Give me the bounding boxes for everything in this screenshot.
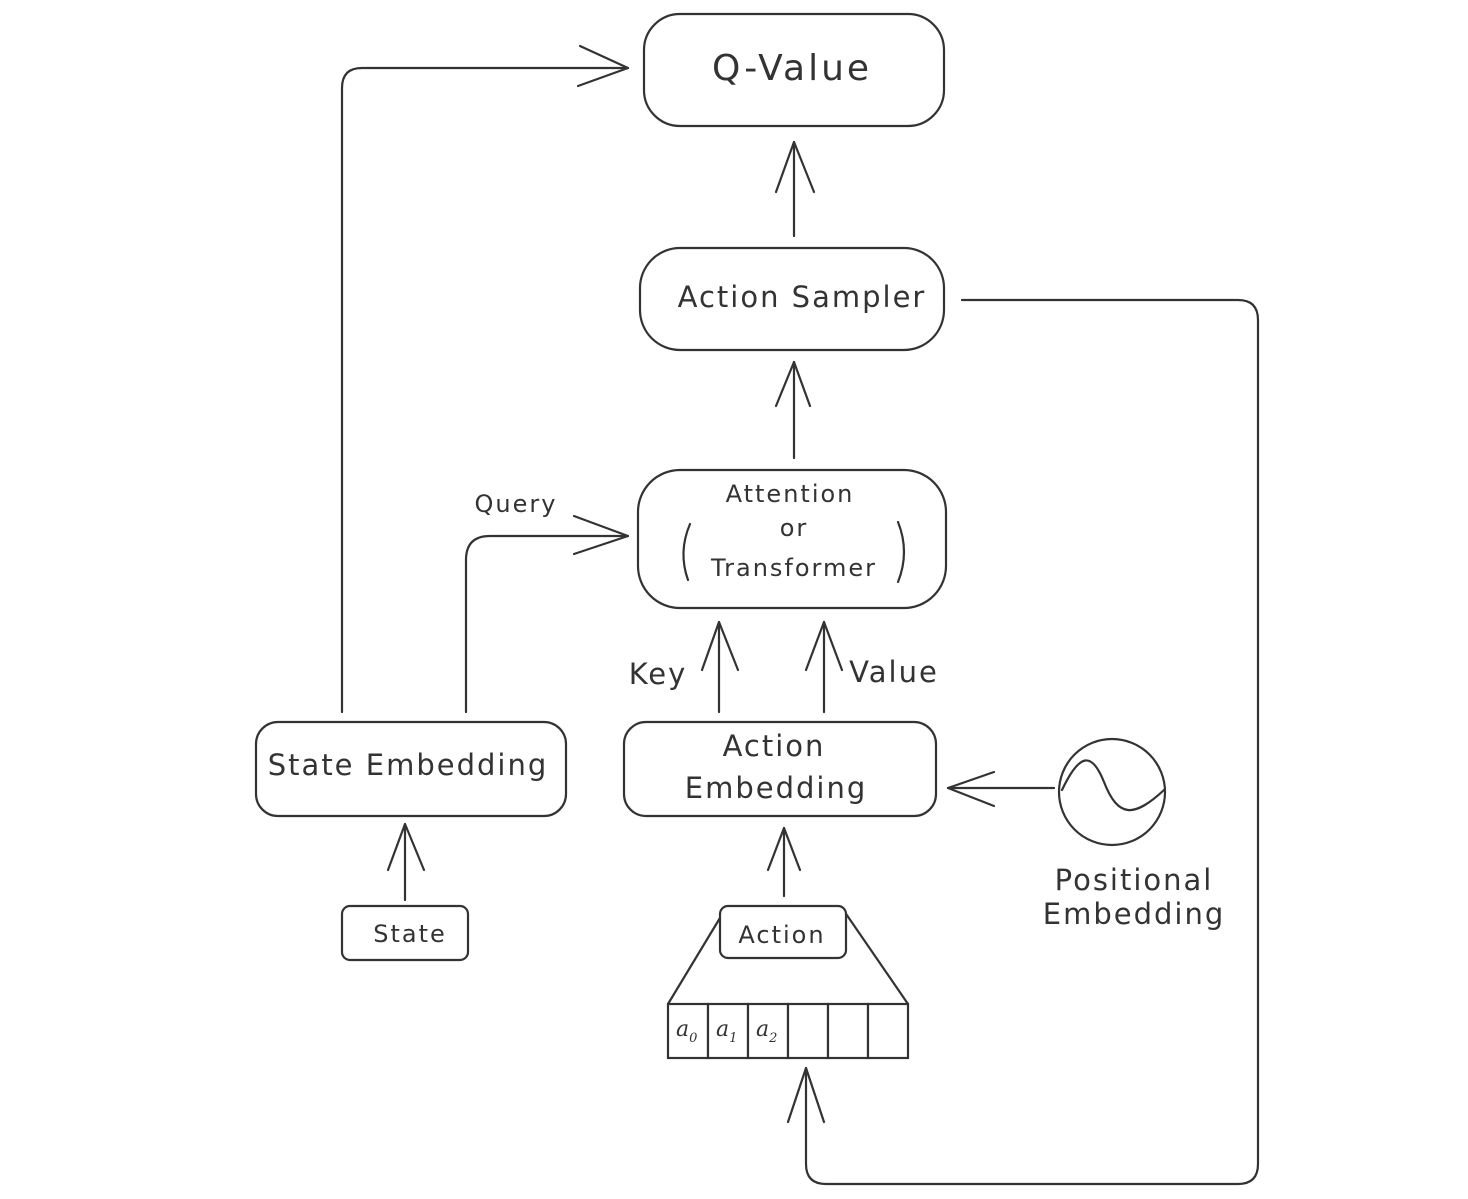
arrowhead-action-sampler-bottom <box>774 360 812 408</box>
action-sequence-cell <box>786 1002 830 1060</box>
action-label: Action <box>738 921 825 949</box>
action-trapezoid-left <box>666 906 728 1006</box>
arrowhead-q-value-left <box>576 44 630 88</box>
action-sequence-cell <box>866 1002 910 1060</box>
sine-wave-icon <box>1060 759 1166 812</box>
action-sequence: a0 a1 a2 <box>666 1002 910 1060</box>
arrowhead-state-embedding-bottom <box>386 822 426 872</box>
query-label: Query <box>475 490 558 518</box>
action-sampler-node: Action Sampler <box>638 246 946 352</box>
action-embedding-node: Action Embedding <box>622 720 938 818</box>
q-value-node: Q-Value <box>642 12 946 128</box>
edge-state-embedding-to-q-value <box>340 66 630 714</box>
action-sequence-cell-label: a0 <box>676 1017 697 1046</box>
arrowhead-value <box>804 620 844 672</box>
edge-query <box>464 534 630 714</box>
attention-label-line3: Transformer <box>710 554 877 582</box>
action-sequence-cell-label: a1 <box>716 1017 737 1046</box>
arrowhead-q-value-bottom <box>774 140 816 194</box>
attention-label-line2: or <box>780 514 809 542</box>
state-node: State <box>340 904 470 962</box>
positional-embedding-circle <box>1057 737 1167 847</box>
action-node <box>718 904 848 960</box>
arrowhead-action-sequence-bottom <box>786 1066 826 1124</box>
arrowhead-key <box>700 620 740 672</box>
attention-node: Attention or Transformer <box>636 468 948 610</box>
action-sampler-label: Action Sampler <box>678 280 927 314</box>
action-embedding-label-line1: Action <box>723 729 826 763</box>
action-trapezoid-right <box>840 906 910 1006</box>
positional-embedding-label-line2: Embedding <box>1043 897 1225 931</box>
state-embedding-label: State Embedding <box>268 748 548 782</box>
arrowhead-query <box>572 514 630 556</box>
action-embedding-label-line2: Embedding <box>685 771 867 805</box>
arrowhead-action-embedding-right <box>946 770 996 808</box>
attention-label-line1: Attention <box>726 480 855 508</box>
edge-feedback-loop <box>804 298 1260 1186</box>
state-label: State <box>373 920 447 948</box>
q-value-label: Q-Value <box>712 48 872 89</box>
key-label: Key <box>629 657 688 691</box>
attention-right-paren <box>896 520 906 584</box>
value-label: Value <box>849 655 939 689</box>
arrowhead-action-embedding-bottom <box>766 826 802 872</box>
action-sequence-group: Action a0 a1 a2 <box>666 904 910 1060</box>
action-sequence-cell <box>706 1002 750 1060</box>
state-embedding-node: State Embedding <box>254 720 568 818</box>
action-sequence-cell <box>826 1002 870 1060</box>
positional-embedding-label-line1: Positional <box>1055 863 1214 897</box>
action-sequence-cell-label: a2 <box>756 1017 777 1046</box>
positional-embedding-node: Positional Embedding <box>1043 737 1225 931</box>
attention-left-paren <box>682 522 692 582</box>
